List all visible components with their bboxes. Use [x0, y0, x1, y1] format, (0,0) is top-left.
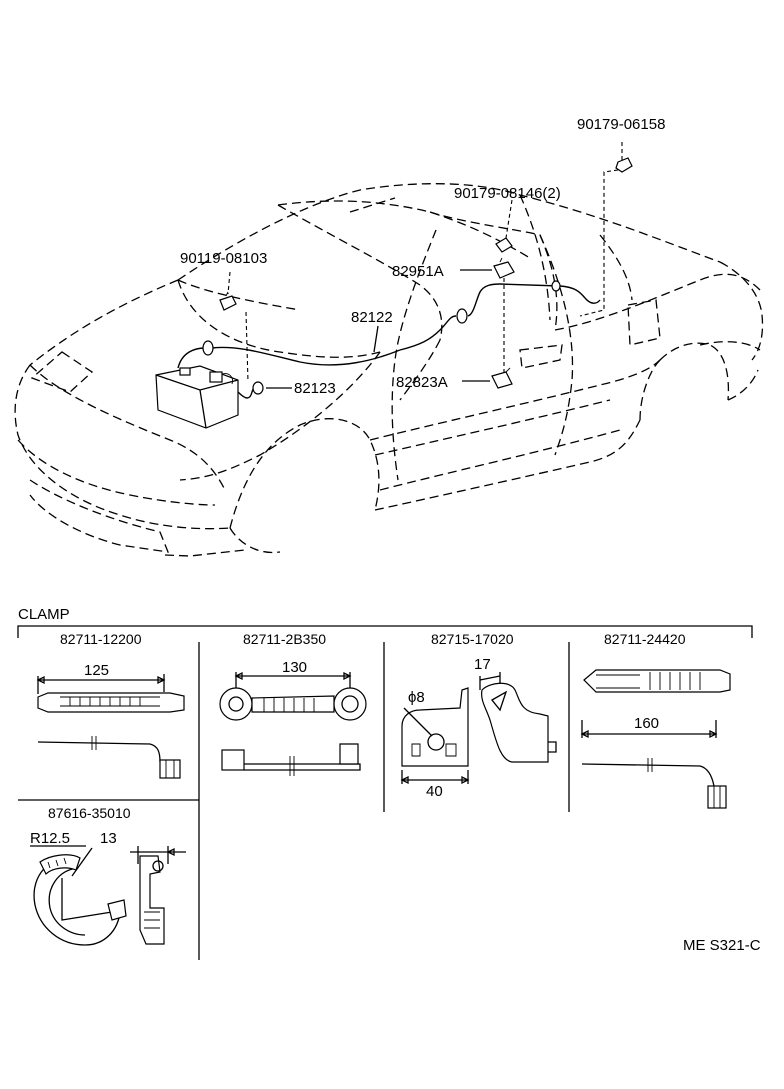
- clamp-82715-17020-dim-hole: ϕ8: [408, 689, 425, 706]
- bolt-90179-08146: [495, 237, 513, 253]
- callout-82823a: 82823A: [396, 374, 448, 391]
- car-body-outline: [14, 183, 764, 557]
- grommet-82123: [252, 381, 264, 395]
- clamp-82711-12200-drawing: [36, 674, 185, 779]
- battery: [155, 365, 239, 429]
- bolt-90119-08103: [219, 291, 237, 311]
- leader-lines: [227, 142, 623, 389]
- bolt-90179-06158: [615, 157, 633, 173]
- bracket-82951a: [493, 257, 515, 279]
- bracket-82823a: [491, 367, 513, 389]
- callout-90119-08103: 90119-08103: [180, 250, 267, 267]
- callout-90179-08146: 90179-08146(2): [454, 185, 561, 202]
- clamp-87616-35010-dim-width: 13: [100, 830, 117, 847]
- callout-90179-06158: 90179-06158: [577, 116, 665, 133]
- clamp-82715-17020-dim-width: 17: [474, 656, 491, 673]
- callout-82951a: 82951A: [392, 263, 444, 280]
- clamp-table-frame: [17, 625, 753, 960]
- clamp-87616-35010-drawing: [30, 845, 186, 946]
- clamp-part-82711-12200: 82711-12200: [60, 631, 142, 647]
- clamp-part-82711-2b350: 82711-2B350: [243, 631, 326, 647]
- clamp-part-87616-35010: 87616-35010: [48, 805, 131, 821]
- clamp-part-82711-24420: 82711-24420: [604, 631, 686, 647]
- clamp-82715-17020-dim-length: 40: [426, 783, 443, 800]
- clamp-82715-17020-drawing: [400, 672, 557, 785]
- clamp-82711-24420-drawing: [580, 669, 731, 809]
- clamp-82711-2b350-drawing: [219, 671, 367, 776]
- clamp-title: CLAMP: [18, 606, 70, 623]
- clamp-87616-35010-dim-radius: R12.5: [30, 830, 70, 847]
- callout-82122: 82122: [351, 309, 393, 326]
- wire-harness: [177, 280, 601, 399]
- drawing-code: ME S321-C: [683, 937, 761, 954]
- clamp-82711-24420-dim: 160: [634, 715, 659, 732]
- callout-82123: 82123: [294, 380, 336, 397]
- clamp-82711-12200-dim: 125: [84, 662, 109, 679]
- clamp-82711-2b350-dim: 130: [282, 659, 307, 676]
- clamp-part-82715-17020: 82715-17020: [431, 631, 514, 647]
